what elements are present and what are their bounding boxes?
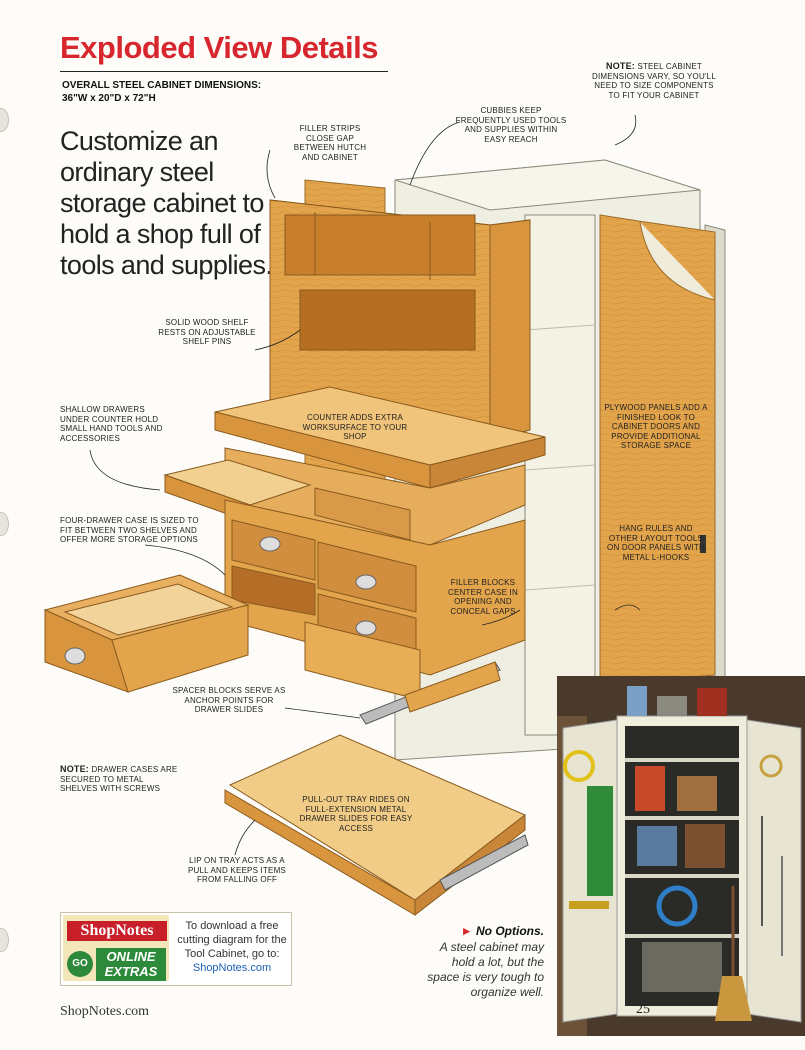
callout-four-drawer-case: FOUR-DRAWER CASE IS SIZED TO FIT BETWEEN…: [60, 516, 199, 544]
plywood-door-panel: [599, 214, 716, 686]
callout-solid-shelf: SOLID WOOD SHELF RESTS ON ADJUSTABLE SHE…: [158, 318, 256, 346]
hutch: [269, 199, 531, 441]
note-steel-dimensions: NOTE: STEEL CABINET DIMENSIONS VARY, SO …: [592, 61, 716, 100]
caption-title-text: No Options.: [476, 924, 544, 938]
note-drawer-cases: NOTE: DRAWER CASES ARE SECURED TO METAL …: [60, 764, 180, 794]
note-label: NOTE:: [606, 61, 635, 71]
cabinet-dimensions: OVERALL STEEL CABINET DIMENSIONS: 36"W x…: [62, 79, 261, 105]
note-text: STEEL CABINET DIMENSIONS VARY, SO YOU'LL…: [592, 62, 716, 100]
callout-hang-rules: HANG RULES AND OTHER LAYOUT TOOLS ON DOO…: [607, 524, 705, 562]
callout-counter: COUNTER ADDS EXTRA WORKSURFACE TO YOUR S…: [302, 413, 408, 441]
dimensions-value: 36"W x 20"D x 72"H: [62, 93, 156, 104]
note-label: NOTE:: [60, 764, 89, 774]
callout-leaders: [89, 114, 641, 856]
dimensions-label: OVERALL STEEL CABINET DIMENSIONS:: [62, 80, 262, 91]
drawer-slide: [359, 661, 501, 725]
extras-word: EXTRAS: [104, 964, 158, 979]
shopnotes-logo-word: ShopNotes: [67, 921, 167, 941]
loose-drawer: [43, 574, 250, 693]
callout-filler-strips: FILLER STRIPS CLOSE GAP BETWEEN HUTCH AN…: [293, 124, 367, 162]
promo-text: To download a free cutting diagram for t…: [175, 919, 289, 975]
footer-site: ShopNotes.com: [60, 1004, 150, 1019]
photo-caption-title: ► No Options.: [436, 924, 544, 938]
online-word: ONLINE: [106, 949, 156, 964]
online-extras-badge: ONLINE EXTRAS: [96, 948, 166, 981]
callout-filler-blocks: FILLER BLOCKS CENTER CASE IN OPENING AND…: [448, 578, 518, 616]
callout-cubbies: CUBBIES KEEP FREQUENTLY USED TOOLS AND S…: [455, 106, 567, 144]
photo-caption-body: A steel cabinet may hold a lot, but the …: [427, 940, 544, 999]
pull-out-tray: [224, 734, 529, 917]
caption-arrow-icon: ►: [460, 924, 473, 938]
page-number: 25: [636, 1002, 650, 1017]
callout-plywood-panels: PLYWOOD PANELS ADD A FINISHED LOOK TO CA…: [604, 403, 708, 450]
go-badge: GO: [67, 951, 93, 977]
cabinet-photo-drawing: [557, 676, 805, 1036]
callout-tray-lip: LIP ON TRAY ACTS AS A PULL AND KEEPS ITE…: [188, 856, 286, 884]
callout-shallow-drawers: SHALLOW DRAWERS UNDER COUNTER HOLD SMALL…: [60, 405, 163, 443]
callout-spacer-blocks: SPACER BLOCKS SERVE AS ANCHOR POINTS FOR…: [172, 686, 286, 714]
cabinet-photo: [557, 676, 805, 1036]
page-title: Exploded View Details: [60, 30, 378, 65]
shallow-drawer-case: [163, 447, 526, 546]
promo-description: To download a free cutting diagram for t…: [177, 920, 287, 960]
shopnotes-online-extras-logo: ShopNotes GO ONLINE EXTRAS: [63, 915, 169, 981]
promo-link[interactable]: ShopNotes.com: [192, 962, 272, 974]
note-text: DRAWER CASES ARE SECURED TO METAL SHELVE…: [60, 765, 178, 793]
online-extras-promo[interactable]: ShopNotes GO ONLINE EXTRAS To download a…: [60, 912, 292, 986]
callout-pull-out-tray: PULL-OUT TRAY RIDES ON FULL-EXTENSION ME…: [299, 795, 413, 833]
counter: [214, 386, 546, 489]
title-rule: [60, 71, 388, 72]
four-drawer-case: [224, 499, 526, 701]
lead-paragraph: Customize an ordinary steel storage cabi…: [60, 126, 273, 280]
